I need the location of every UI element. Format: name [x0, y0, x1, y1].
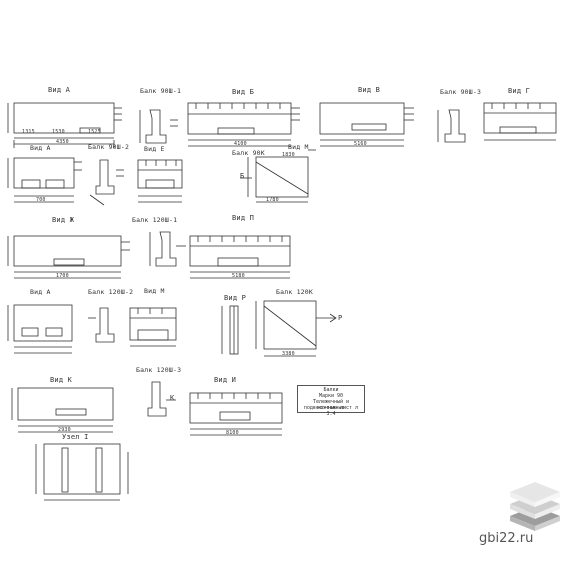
- dim-1780: 1780: [266, 197, 279, 203]
- label-view-v: Вид В: [358, 86, 381, 94]
- beam-view-v: [319, 102, 414, 147]
- site-logo: [510, 482, 560, 531]
- beam-view-g: [483, 102, 557, 141]
- label-balk-120sh2: Балк 120Ш-2: [88, 288, 134, 296]
- dim-3380: 3380: [282, 351, 295, 357]
- label-view-p-1: Вид П: [232, 214, 255, 222]
- dim-1525: 1525: [88, 129, 101, 135]
- beam-view-90k-diagonal: [240, 149, 316, 203]
- dim-1830: 1830: [282, 152, 295, 158]
- label-view-r: Вид Р: [224, 294, 247, 302]
- beam-view-b: [187, 102, 300, 147]
- dim-4350: 4350: [56, 139, 69, 145]
- section-90sh1: [139, 109, 178, 144]
- beam-view-p: [189, 235, 291, 279]
- node-detail-1: [35, 443, 129, 501]
- beam-view-m: [129, 307, 177, 347]
- label-view-e: Вид Е: [144, 145, 165, 153]
- section-120sh1: [149, 231, 186, 267]
- label-view-i: Вид И: [214, 376, 237, 384]
- beam-view-120k-diagonal: [255, 300, 337, 357]
- dim-2930: 2930: [58, 427, 71, 433]
- label-balk-120sh1: Балк 120Ш-1: [132, 216, 178, 224]
- marker-b: Б: [240, 172, 245, 180]
- beam-view-e: [137, 159, 183, 203]
- section-90sh3: [437, 109, 466, 143]
- beam-view-i: [189, 392, 283, 436]
- section-120sh3: [147, 381, 176, 417]
- label-balk-120sh3: Балк 120Ш-3: [136, 366, 182, 374]
- label-node-1: Узел I: [62, 433, 89, 441]
- dim-4100: 4100: [234, 141, 247, 147]
- dim-1530: 1530: [52, 129, 65, 135]
- marker-p: Р: [338, 314, 343, 322]
- watermark-text: gbi22.ru: [479, 531, 534, 546]
- dim-5160: 5160: [354, 141, 367, 147]
- beam-view-a-1: [7, 102, 122, 148]
- marker-k: К: [170, 394, 175, 402]
- label-view-g: Вид Г: [508, 87, 531, 95]
- label-balk-90sh1: Балк 90Ш-1: [140, 87, 182, 95]
- label-view-a-3: Вид А: [30, 288, 51, 296]
- section-90sh2: [89, 159, 124, 206]
- beam-view-a-2: [7, 157, 82, 203]
- legend-line-3: Тележечный и монтажные: [312, 399, 350, 411]
- label-balk-120k: Балк 120К: [276, 288, 314, 296]
- label-view-a-1: Вид А: [48, 86, 71, 94]
- label-view-a-2: Вид А: [30, 144, 51, 152]
- legend-line-2: Марки 90: [318, 393, 344, 399]
- dim-8100: 8100: [226, 430, 239, 436]
- post-view-r: [221, 305, 239, 355]
- label-view-m-2: Вид М: [144, 287, 165, 295]
- label-view-zh: Вид Ж: [52, 216, 75, 224]
- label-view-b: Вид Б: [232, 88, 255, 96]
- label-balk-90k: Балк 90К: [232, 149, 265, 157]
- label-view-k: Вид К: [50, 376, 73, 384]
- dim-1315: 1315: [22, 129, 35, 135]
- beam-view-k: [11, 387, 114, 433]
- label-balk-90sh2: Балк 90Ш-2: [88, 143, 130, 151]
- legend-line-4: подвесочные лист л 3.4: [303, 405, 359, 417]
- section-120sh2: [88, 307, 115, 343]
- label-balk-90sh3: Балк 90Ш-3: [440, 88, 482, 96]
- label-view-m-1: Вид М: [288, 143, 309, 151]
- beam-view-a-3: [7, 304, 73, 354]
- dim-1700: 1700: [56, 273, 69, 279]
- legend-line-1: Балки: [323, 387, 339, 393]
- beam-view-zh: [7, 235, 130, 279]
- dim-5180: 5180: [232, 273, 245, 279]
- dim-700: 700: [36, 197, 46, 203]
- legend-box: Балки Марки 90 Тележечный и монтажные по…: [297, 385, 365, 417]
